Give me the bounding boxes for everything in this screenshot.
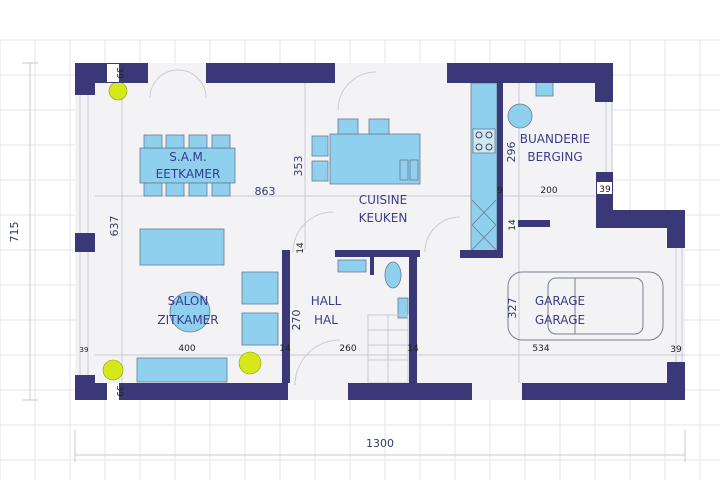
dim-39-right: 39 xyxy=(599,185,611,195)
sink xyxy=(397,297,409,319)
room-label-laundry: BUANDERIE xyxy=(520,132,590,146)
plant-icon xyxy=(238,351,262,375)
dim-14-kitchen: 14 xyxy=(508,219,518,231)
kitchen-island xyxy=(329,133,421,185)
room-label-living: SALON xyxy=(168,294,209,308)
room-label-dining-nl: EETKAMER xyxy=(156,167,221,181)
dim-200: 200 xyxy=(540,186,557,196)
dining-table xyxy=(139,147,236,184)
coffee-table xyxy=(169,291,211,333)
plant-icon xyxy=(108,81,128,101)
dim-353: 353 xyxy=(292,156,305,177)
dim-9: 9 xyxy=(497,186,503,196)
dim-400: 400 xyxy=(178,344,195,354)
dim-39-garage: 39 xyxy=(670,345,682,355)
dim-14-hall-right: 14 xyxy=(407,344,419,354)
room-label-hall-nl: HAL xyxy=(314,313,338,327)
tv-cabinet xyxy=(136,357,228,383)
dimension-labels: 863 353 637 296 200 9 39 39 39 39 39 14 … xyxy=(80,64,682,400)
room-label-hall: HALL xyxy=(311,294,342,308)
dim-39-small-left: 39 xyxy=(80,346,89,354)
dim-296: 296 xyxy=(505,142,518,163)
furniture xyxy=(102,80,664,384)
dim-637: 637 xyxy=(108,216,121,237)
dim-39-top-left: 39 xyxy=(114,67,124,79)
walls xyxy=(75,63,685,400)
dim-534: 534 xyxy=(532,344,549,354)
dimension-height: 715 xyxy=(8,222,21,243)
room-label-living-nl: ZITKAMER xyxy=(157,313,218,327)
sofa xyxy=(139,228,225,266)
dim-14-top: 14 xyxy=(296,242,306,254)
dimension-width: 1300 xyxy=(366,437,394,450)
room-labels: S.A.M. EETKAMER CUISINE KEUKEN BUANDERIE… xyxy=(156,132,591,327)
overall-dimensions: 715 1300 xyxy=(8,62,686,462)
armchair xyxy=(241,312,279,346)
room-label-kitchen: CUISINE xyxy=(359,193,407,207)
dim-260: 260 xyxy=(339,344,356,354)
staircase xyxy=(367,314,409,384)
room-label-kitchen-nl: KEUKEN xyxy=(359,211,408,225)
dim-39-bottom-left: 39 xyxy=(114,385,124,397)
toilet xyxy=(384,261,402,289)
washing-machine xyxy=(507,103,533,129)
room-label-dining: S.A.M. xyxy=(169,150,206,164)
car xyxy=(507,271,664,341)
room-label-laundry-nl: BERGING xyxy=(527,150,582,164)
room-label-garage: GARAGE xyxy=(535,294,585,308)
dim-270: 270 xyxy=(290,310,303,331)
armchair xyxy=(241,271,279,305)
dim-863: 863 xyxy=(255,185,276,198)
room-label-garage-nl: GARAGE xyxy=(535,313,585,327)
plant-icon xyxy=(102,359,124,381)
dim-327: 327 xyxy=(506,298,519,319)
dim-14-hall-left: 14 xyxy=(279,344,291,354)
doors-windows xyxy=(79,69,683,386)
